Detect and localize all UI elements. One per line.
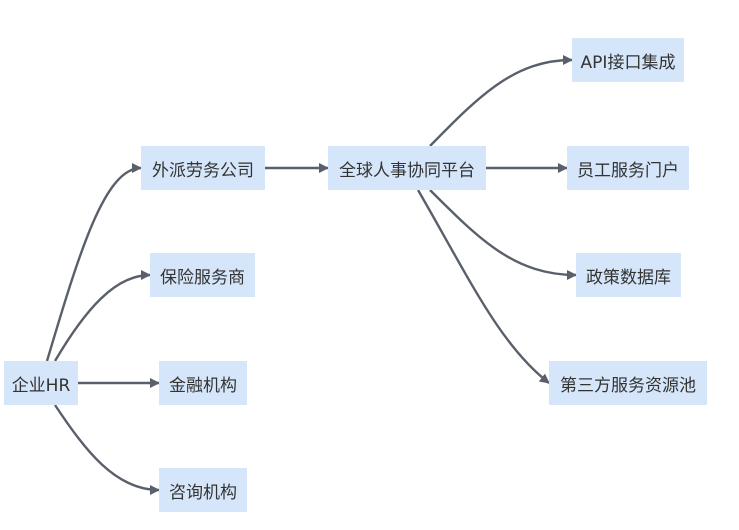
edge-platform-to-third_party — [416, 189, 550, 384]
edge-platform-to-policy_db — [429, 189, 577, 280]
edge-hr-to-outsourcing — [45, 163, 142, 362]
edge-hr-to-insurance — [53, 270, 151, 362]
node-outsourcing-company: 外派劳务公司 — [141, 146, 265, 190]
node-third-party-pool: 第三方服务资源池 — [549, 361, 707, 405]
edge-platform-to-api — [429, 55, 573, 147]
node-api-integration: API接口集成 — [572, 38, 684, 82]
node-enterprise-hr: 企业HR — [4, 361, 78, 405]
node-consulting-firm: 咨询机构 — [159, 468, 247, 512]
node-global-hr-platform: 全球人事协同平台 — [328, 146, 486, 190]
node-financial-institution: 金融机构 — [159, 361, 247, 405]
node-policy-database: 政策数据库 — [576, 253, 681, 297]
edge-hr-to-consulting — [54, 404, 160, 495]
node-insurance-provider: 保险服务商 — [150, 253, 255, 297]
node-employee-portal: 员工服务门户 — [567, 146, 689, 190]
